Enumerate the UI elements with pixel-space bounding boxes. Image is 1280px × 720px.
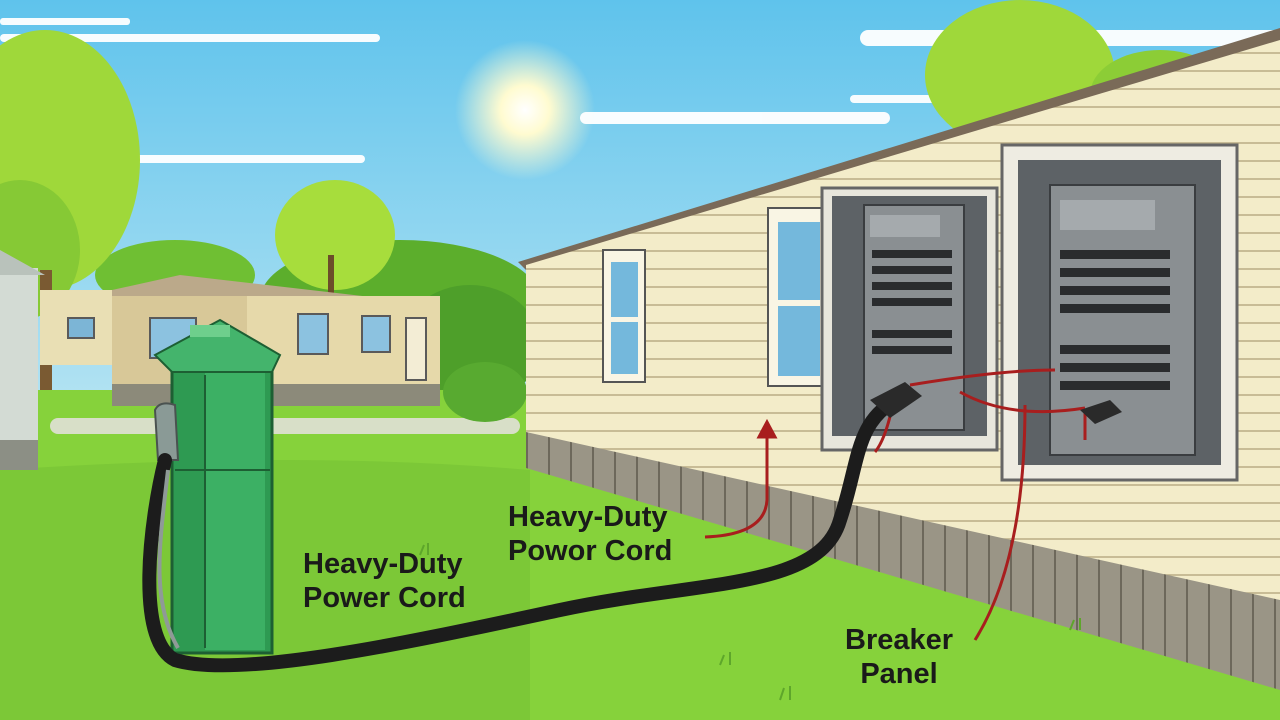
label-line-2: Power Cord bbox=[303, 582, 466, 614]
red-arrow bbox=[704, 418, 778, 539]
breaker-panel-right bbox=[1000, 143, 1239, 482]
breaker-panel-left bbox=[820, 186, 999, 452]
sun bbox=[455, 40, 595, 180]
label-line-1: Heavy-Duty bbox=[508, 501, 668, 533]
roof bbox=[518, 28, 1280, 270]
label-line-1: Breaker bbox=[845, 624, 954, 656]
grass-tufts bbox=[419, 543, 1081, 701]
red-wires bbox=[873, 368, 1087, 641]
label-heavy-duty-power-cord-right: Heavy-Duty Powor Cord bbox=[508, 500, 672, 568]
path bbox=[50, 418, 520, 434]
skirting bbox=[526, 432, 1280, 690]
label-heavy-duty-power-cord-left: Heavy-Duty Power Cord bbox=[303, 547, 466, 615]
label-line-2: Panel bbox=[860, 658, 938, 690]
cord-plug bbox=[870, 382, 922, 418]
label-line-1: Heavy-Duty bbox=[303, 548, 463, 580]
left-home bbox=[0, 250, 45, 470]
label-line-2: Powor Cord bbox=[508, 535, 673, 567]
power-pedestal bbox=[153, 318, 282, 655]
label-breaker-panel: Breaker Panel bbox=[845, 623, 953, 691]
power-cord bbox=[142, 391, 907, 673]
